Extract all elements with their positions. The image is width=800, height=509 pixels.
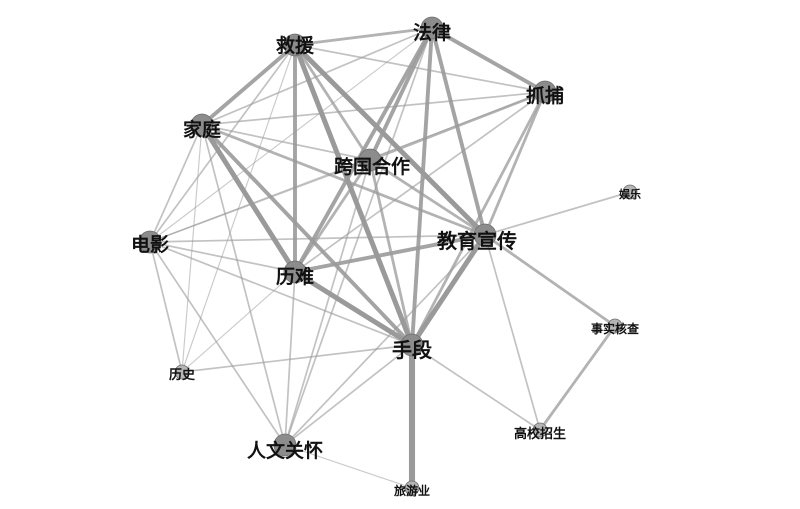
edge-jiuyuan-jiaoyu (293, 43, 487, 237)
edge-linan-lishi (181, 271, 296, 373)
edge-jiaoyu-renwen (284, 234, 486, 446)
edge-dianying-lishi (149, 241, 183, 373)
node-label-zhuabu: 抓捕 (526, 84, 564, 107)
edge-falv-renwen (284, 27, 433, 446)
edge-jiating-linan (199, 123, 298, 274)
node-label-renwen: 人文关怀 (247, 439, 323, 462)
nodes-layer (138, 16, 638, 496)
node-label-lvyou: 旅游业 (394, 483, 430, 498)
edge-jiaoyu-linan (294, 233, 486, 274)
node-label-jiuyuan: 救援 (276, 34, 315, 57)
edge-kuaguo-dianying (149, 159, 371, 243)
edges-layer (149, 26, 631, 489)
edge-jiuyuan-jiating (200, 43, 297, 127)
edge-jiating-renwen (201, 124, 286, 446)
node-label-linan: 历难 (276, 265, 314, 288)
edge-kuaguo-jiaoyu (369, 158, 486, 237)
edge-jiating-jiaoyu (201, 123, 486, 237)
node-label-jiaoyu: 教育宣传 (437, 229, 517, 253)
edge-shouduan-renwen (284, 344, 413, 446)
node-shishi (607, 318, 623, 334)
edge-falv-zhuabu (431, 26, 546, 94)
node-falv (420, 16, 444, 40)
edge-jiating-shouduan (200, 123, 414, 347)
edge-yule-jiaoyu (484, 191, 631, 236)
edge-jiaoyu-shishi (484, 233, 616, 328)
node-jiating (190, 113, 214, 137)
edge-jiaoyu-shouduan (409, 233, 488, 347)
edge-falv-jiating (201, 27, 433, 126)
edge-jiating-kuaguo (201, 124, 371, 161)
node-label-dianying: 电影 (131, 233, 169, 256)
edge-kuaguo-renwen (284, 159, 371, 446)
node-label-lishi: 历史 (169, 367, 196, 383)
edge-shishi-gaoxiao (538, 325, 617, 431)
edge-dianying-shouduan (149, 241, 413, 346)
node-lvyou (404, 480, 420, 496)
edge-falv-dianying (149, 27, 433, 243)
node-label-kuaguo: 跨国合作 (334, 155, 410, 178)
edge-linan-shouduan (293, 269, 414, 348)
edge-kuaguo-linan (293, 159, 372, 273)
node-linan (283, 260, 307, 284)
edge-falv-shouduan (410, 27, 434, 346)
node-label-shouduan: 手段 (392, 338, 432, 362)
node-gaoxiao (532, 422, 548, 438)
node-jiuyuan (283, 33, 307, 57)
labels-layer: 救援 法律 抓捕 家庭 跨国合作 娱乐 电影 教育宣传 历难 事实核查 手段 历… (131, 21, 641, 498)
edge-dianying-renwen (149, 241, 286, 446)
edge-falv-linan (293, 27, 434, 273)
edge-jiuyuan-shouduan (292, 44, 415, 346)
edge-jiating-lishi (181, 124, 203, 373)
edge-jiuyuan-kuaguo (293, 44, 372, 161)
node-label-jiating: 家庭 (183, 118, 221, 141)
edge-shouduan-gaoxiao (411, 344, 541, 431)
node-label-gaoxiao: 高校招生 (514, 426, 566, 442)
edge-dianying-jiaoyu (149, 234, 486, 243)
edge-zhuabu-jiating (201, 91, 546, 126)
edge-zhuabu-jiaoyu (483, 91, 547, 236)
node-lishi (174, 364, 190, 380)
node-shouduan (400, 333, 424, 357)
edge-jiuyuan-dianying (149, 44, 296, 243)
node-jiaoyu (473, 223, 497, 247)
edge-zhuabu-shouduan (410, 91, 547, 346)
node-yule (622, 184, 638, 200)
node-renwen (273, 433, 297, 457)
node-zhuabu (533, 80, 557, 104)
edge-shouduan-lishi (181, 344, 413, 373)
node-label-shishi: 事实核查 (591, 321, 640, 336)
node-kuaguo (358, 148, 382, 172)
edge-jiuyuan-zhuabu (294, 44, 546, 93)
edge-jiuyuan-falv (294, 26, 433, 47)
edge-zhuabu-linan (294, 91, 546, 273)
edge-jiating-dianying (149, 124, 203, 243)
edge-falv-jiaoyu (430, 27, 487, 236)
edge-jiaoyu-gaoxiao (484, 234, 541, 431)
node-label-yule: 娱乐 (619, 187, 641, 201)
edge-dianying-linan (149, 241, 296, 273)
node-label-falv: 法律 (413, 21, 451, 44)
edge-renwen-lvyou (284, 444, 413, 489)
node-dianying (138, 230, 162, 254)
